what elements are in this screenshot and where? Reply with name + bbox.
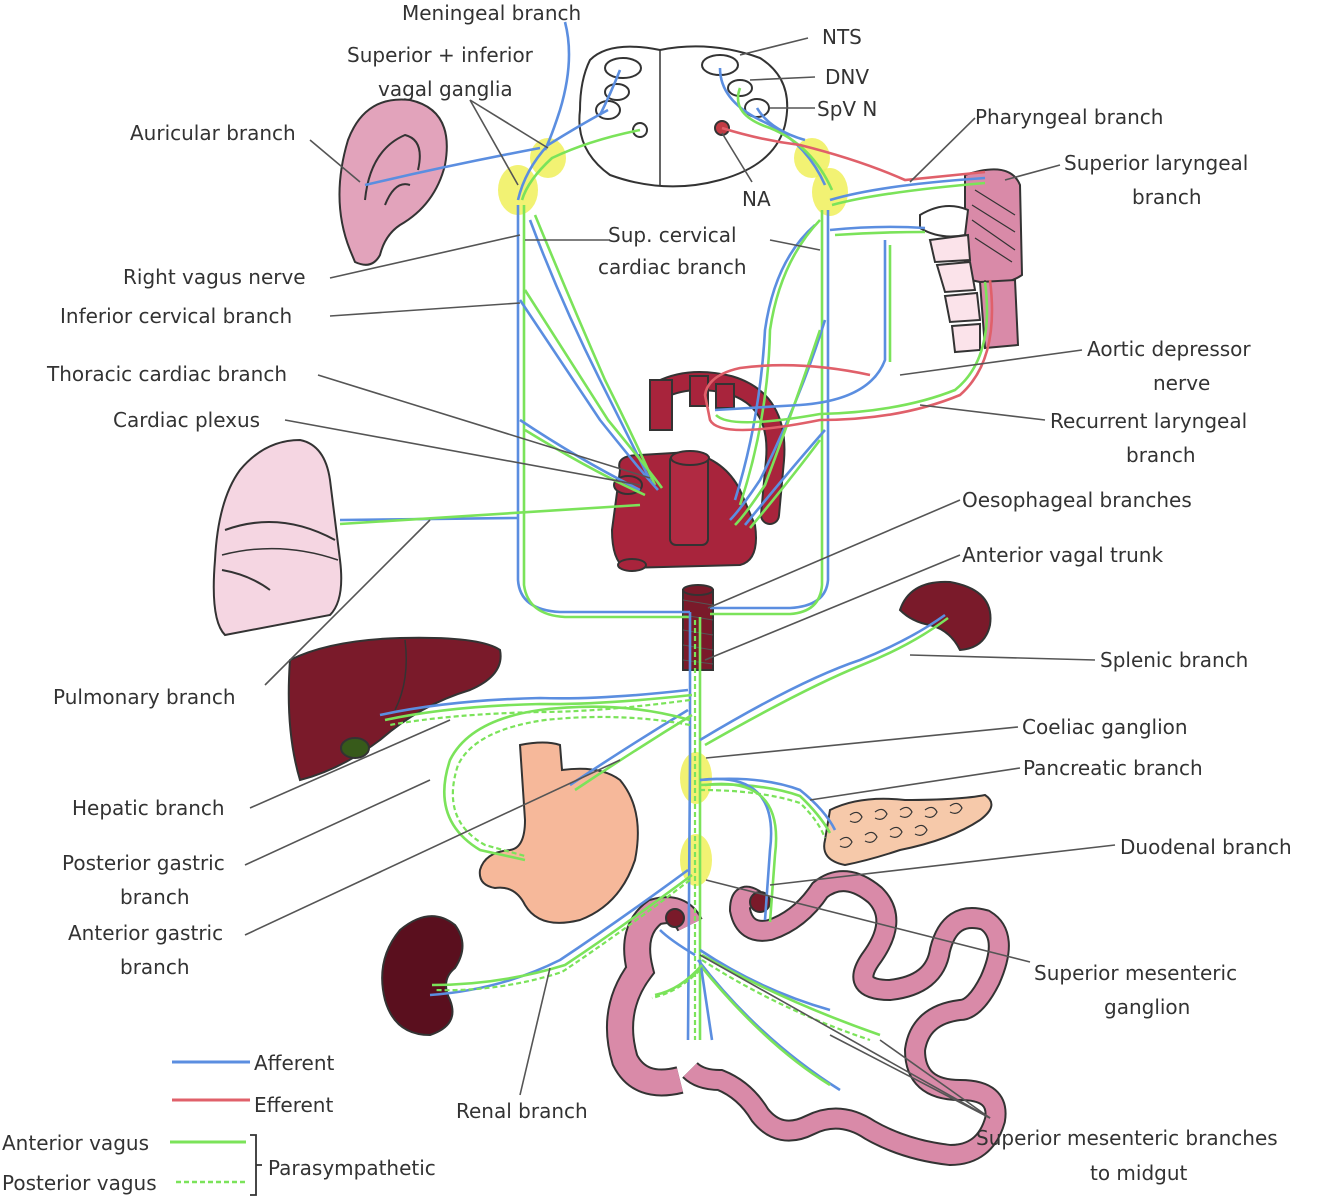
legend-parasympathetic: Parasympathetic bbox=[268, 1156, 436, 1180]
label-ganglia-1: Superior + inferior bbox=[347, 43, 534, 67]
legend-efferent: Efferent bbox=[254, 1093, 333, 1117]
label-sup-mes-branches-2: to midgut bbox=[1090, 1161, 1188, 1185]
label-inferior-cervical: Inferior cervical branch bbox=[60, 304, 292, 328]
leader-lines bbox=[244, 37, 1116, 1119]
label-anterior-gastric-2: branch bbox=[120, 955, 190, 979]
label-ganglia-2: vagal ganglia bbox=[378, 77, 513, 101]
label-anterior-vagal-trunk: Anterior vagal trunk bbox=[962, 543, 1163, 567]
legend: Afferent Efferent Anterior vagus Posteri… bbox=[2, 1051, 436, 1196]
ear-icon bbox=[338, 98, 448, 266]
labels: Meningeal branch Superior + inferior vag… bbox=[46, 1, 1292, 1185]
label-sup-laryngeal-2: branch bbox=[1132, 185, 1202, 209]
legend-anterior-vagus: Anterior vagus bbox=[2, 1131, 149, 1155]
label-auricular: Auricular branch bbox=[130, 121, 296, 145]
label-posterior-gastric-1: Posterior gastric bbox=[62, 851, 225, 875]
label-recurrent-laryngeal-1: Recurrent laryngeal bbox=[1050, 409, 1247, 433]
legend-afferent: Afferent bbox=[254, 1051, 335, 1075]
label-spvn: SpV N bbox=[817, 97, 877, 121]
label-recurrent-laryngeal-2: branch bbox=[1126, 443, 1196, 467]
label-sup-cervical-2: cardiac branch bbox=[598, 255, 747, 279]
intestine-icon bbox=[606, 870, 1010, 1167]
label-oesophageal: Oesophageal branches bbox=[962, 488, 1192, 512]
oesophagus-icon bbox=[682, 584, 714, 671]
label-aortic-depressor-2: nerve bbox=[1153, 371, 1210, 395]
label-posterior-gastric-2: branch bbox=[120, 885, 190, 909]
label-duodenal: Duodenal branch bbox=[1120, 835, 1292, 859]
pancreas-icon bbox=[823, 793, 993, 867]
brainstem-icon bbox=[578, 45, 789, 188]
legend-posterior-vagus: Posterior vagus bbox=[2, 1171, 157, 1195]
label-sup-laryngeal-1: Superior laryngeal bbox=[1064, 151, 1248, 175]
label-renal: Renal branch bbox=[456, 1099, 588, 1123]
label-splenic: Splenic branch bbox=[1100, 648, 1248, 672]
label-sup-cervical-1: Sup. cervical bbox=[608, 223, 737, 247]
label-pharyngeal: Pharyngeal branch bbox=[975, 105, 1163, 129]
label-pancreatic: Pancreatic branch bbox=[1023, 756, 1203, 780]
stomach-icon bbox=[478, 741, 639, 924]
label-pulmonary: Pulmonary branch bbox=[53, 685, 236, 709]
label-coeliac: Coeliac ganglion bbox=[1022, 715, 1188, 739]
label-sup-mes-ganglion-2: ganglion bbox=[1104, 995, 1190, 1019]
label-meningeal: Meningeal branch bbox=[402, 1, 581, 25]
label-cardiac-plexus: Cardiac plexus bbox=[113, 408, 260, 432]
label-right-vagus: Right vagus nerve bbox=[123, 265, 306, 289]
label-na: NA bbox=[742, 187, 771, 211]
label-aortic-depressor-1: Aortic depressor bbox=[1087, 337, 1251, 361]
nerve-network bbox=[339, 21, 994, 1092]
label-nts: NTS bbox=[822, 25, 862, 49]
label-hepatic: Hepatic branch bbox=[72, 796, 225, 820]
label-sup-mes-branches-1: Superior mesenteric branches bbox=[976, 1126, 1278, 1150]
liver-icon bbox=[287, 636, 502, 782]
kidney-icon bbox=[381, 915, 464, 1037]
label-thoracic-cardiac: Thoracic cardiac branch bbox=[46, 362, 287, 386]
label-dnv: DNV bbox=[825, 65, 869, 89]
lung-icon bbox=[212, 438, 343, 637]
larynx-icon bbox=[919, 168, 1024, 354]
label-anterior-gastric-1: Anterior gastric bbox=[68, 921, 223, 945]
heart-icon bbox=[610, 371, 786, 572]
label-sup-mes-ganglion-1: Superior mesenteric bbox=[1034, 961, 1237, 985]
legend-bracket bbox=[250, 1134, 262, 1196]
